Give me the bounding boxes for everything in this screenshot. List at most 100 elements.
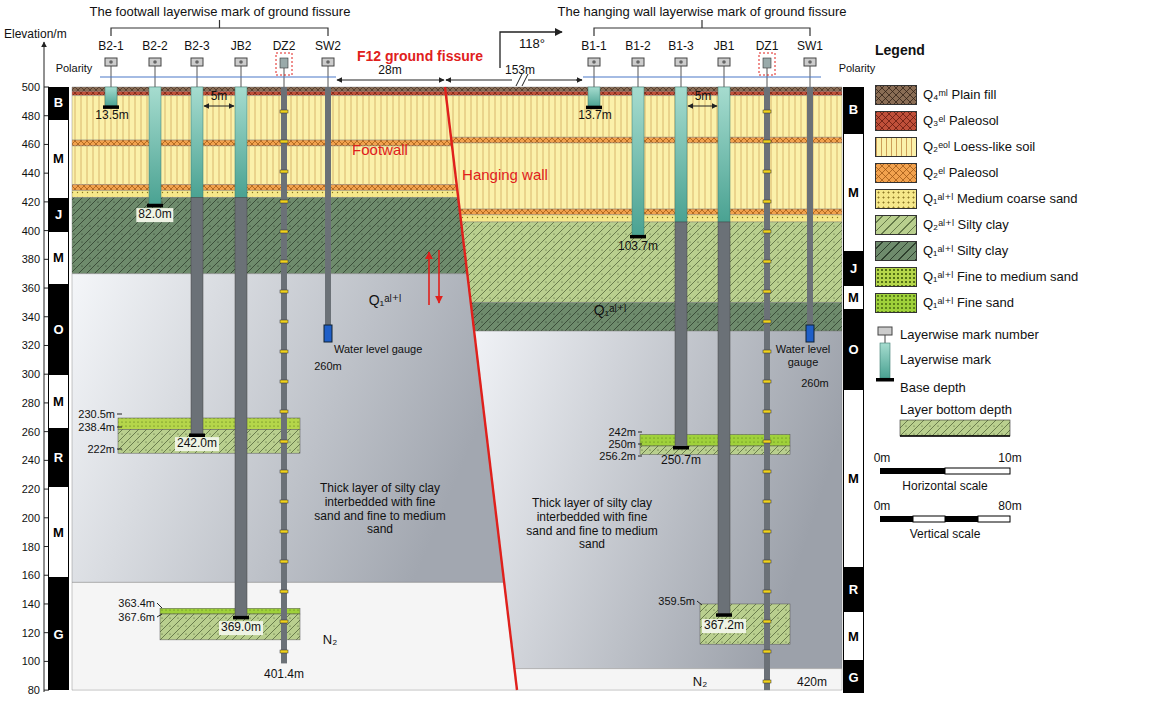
gauge-dot bbox=[153, 60, 157, 64]
polarity-band: B bbox=[843, 87, 864, 133]
magnetic-ring bbox=[763, 200, 771, 203]
label: Hanging wall bbox=[462, 166, 548, 183]
lens bbox=[160, 614, 300, 640]
slip-arrow bbox=[428, 252, 430, 305]
legend-swatch bbox=[875, 215, 917, 235]
station-icon bbox=[280, 58, 288, 68]
polarity-letter: M bbox=[848, 290, 859, 305]
scale-bar bbox=[880, 468, 945, 474]
polarity-letter: M bbox=[53, 151, 64, 166]
magnetic-ring bbox=[280, 620, 288, 623]
layer-sample bbox=[900, 420, 1010, 436]
gauge-icon bbox=[235, 58, 247, 66]
magnetic-ring bbox=[763, 500, 771, 503]
magnetic-ring bbox=[280, 530, 288, 533]
magnetic-ring bbox=[280, 140, 288, 143]
magnetic-ring bbox=[763, 260, 771, 263]
label: 369.0m bbox=[219, 621, 263, 635]
layerwise-mark bbox=[675, 87, 687, 222]
label: DZ2 bbox=[273, 40, 296, 54]
stratum bbox=[451, 137, 842, 143]
axis-tick-label: 80 bbox=[28, 684, 40, 697]
label: 242m bbox=[608, 426, 636, 439]
polarity-letter: M bbox=[848, 629, 859, 644]
label: 420m bbox=[797, 676, 827, 690]
polarity-band: M bbox=[843, 133, 864, 252]
polarity-band: M bbox=[843, 611, 864, 661]
polarity-band: M bbox=[48, 374, 69, 429]
dimension-line bbox=[204, 106, 234, 107]
magnetic-ring bbox=[280, 320, 288, 323]
label: 260m bbox=[314, 360, 342, 373]
label: Thick layer of silty clay interbedded wi… bbox=[522, 497, 662, 552]
label: N₂ bbox=[323, 633, 337, 648]
label: JB1 bbox=[714, 40, 735, 54]
lens bbox=[118, 418, 300, 429]
stratum bbox=[72, 198, 467, 274]
label: 118° bbox=[519, 37, 545, 52]
legend-text: Q₄ᵐˡ Plain fill bbox=[923, 88, 996, 103]
magnetic-ring bbox=[763, 320, 771, 323]
magnetic-ring bbox=[763, 590, 771, 593]
polarity-letter: B bbox=[849, 102, 858, 117]
station-box bbox=[276, 53, 292, 75]
layerwise-mark bbox=[235, 198, 247, 617]
axis-tick-label: 140 bbox=[22, 598, 40, 611]
magnetic-ring bbox=[280, 560, 288, 563]
layerwise-mark bbox=[718, 222, 730, 614]
gauge-icon bbox=[588, 58, 600, 66]
magnetic-ring bbox=[763, 440, 771, 443]
borehole bbox=[281, 87, 287, 663]
axis-tick-label: 240 bbox=[22, 454, 40, 467]
label: 250m bbox=[608, 438, 636, 451]
label: 10m bbox=[998, 452, 1021, 466]
label: 222m bbox=[87, 443, 115, 456]
polarity-letter: J bbox=[55, 207, 62, 222]
magnetic-ring bbox=[763, 530, 771, 533]
water-gauge bbox=[324, 325, 332, 342]
dimension-line bbox=[688, 106, 717, 107]
magnetic-ring bbox=[763, 470, 771, 473]
axis-tick-label: 200 bbox=[22, 511, 40, 524]
polarity-letter: M bbox=[848, 185, 859, 200]
axis-tick-label: 320 bbox=[22, 339, 40, 352]
gauge-dot bbox=[109, 60, 113, 64]
polarity-band: M bbox=[48, 231, 69, 286]
magnetic-ring bbox=[763, 290, 771, 293]
legend-swatch bbox=[875, 111, 917, 131]
legend-text: Q₁ᵃˡ⁺ˡ Silty clay bbox=[923, 244, 1008, 259]
magnetic-ring bbox=[280, 290, 288, 293]
scale-bar bbox=[945, 468, 1010, 474]
label: 363.4m bbox=[118, 597, 155, 610]
label: The hanging wall layerwise mark of groun… bbox=[557, 5, 846, 20]
stratum bbox=[72, 185, 457, 191]
magnetic-ring bbox=[280, 230, 288, 233]
magnetic-ring bbox=[763, 410, 771, 413]
arrow-head bbox=[576, 80, 582, 81]
scale-bar bbox=[880, 516, 913, 522]
water-well bbox=[325, 87, 331, 325]
base-depth bbox=[630, 235, 646, 239]
label: B2-1 bbox=[98, 40, 123, 54]
label: Q₁ᵃˡ⁺ˡ bbox=[369, 292, 402, 308]
layerwise-mark bbox=[191, 87, 203, 198]
label: 153m bbox=[505, 64, 535, 78]
gauge-icon bbox=[878, 327, 892, 335]
polarity-letter: M bbox=[848, 471, 859, 486]
axis-tick-label: 280 bbox=[22, 397, 40, 410]
polarity-letter: J bbox=[850, 261, 857, 276]
bracket bbox=[594, 20, 810, 36]
label: B2-3 bbox=[184, 40, 209, 54]
dimensions bbox=[117, 32, 717, 617]
axis-tick-label: 300 bbox=[22, 368, 40, 381]
label: DZ1 bbox=[756, 40, 779, 54]
lens bbox=[160, 608, 300, 614]
magnetic-ring bbox=[280, 170, 288, 173]
label: 5m bbox=[211, 90, 228, 104]
label: Footwall bbox=[352, 141, 408, 158]
axis-tick-label: 340 bbox=[22, 310, 40, 323]
label: 256.2m bbox=[599, 450, 636, 463]
gauge-dot bbox=[636, 60, 640, 64]
dimension-line bbox=[337, 80, 444, 81]
